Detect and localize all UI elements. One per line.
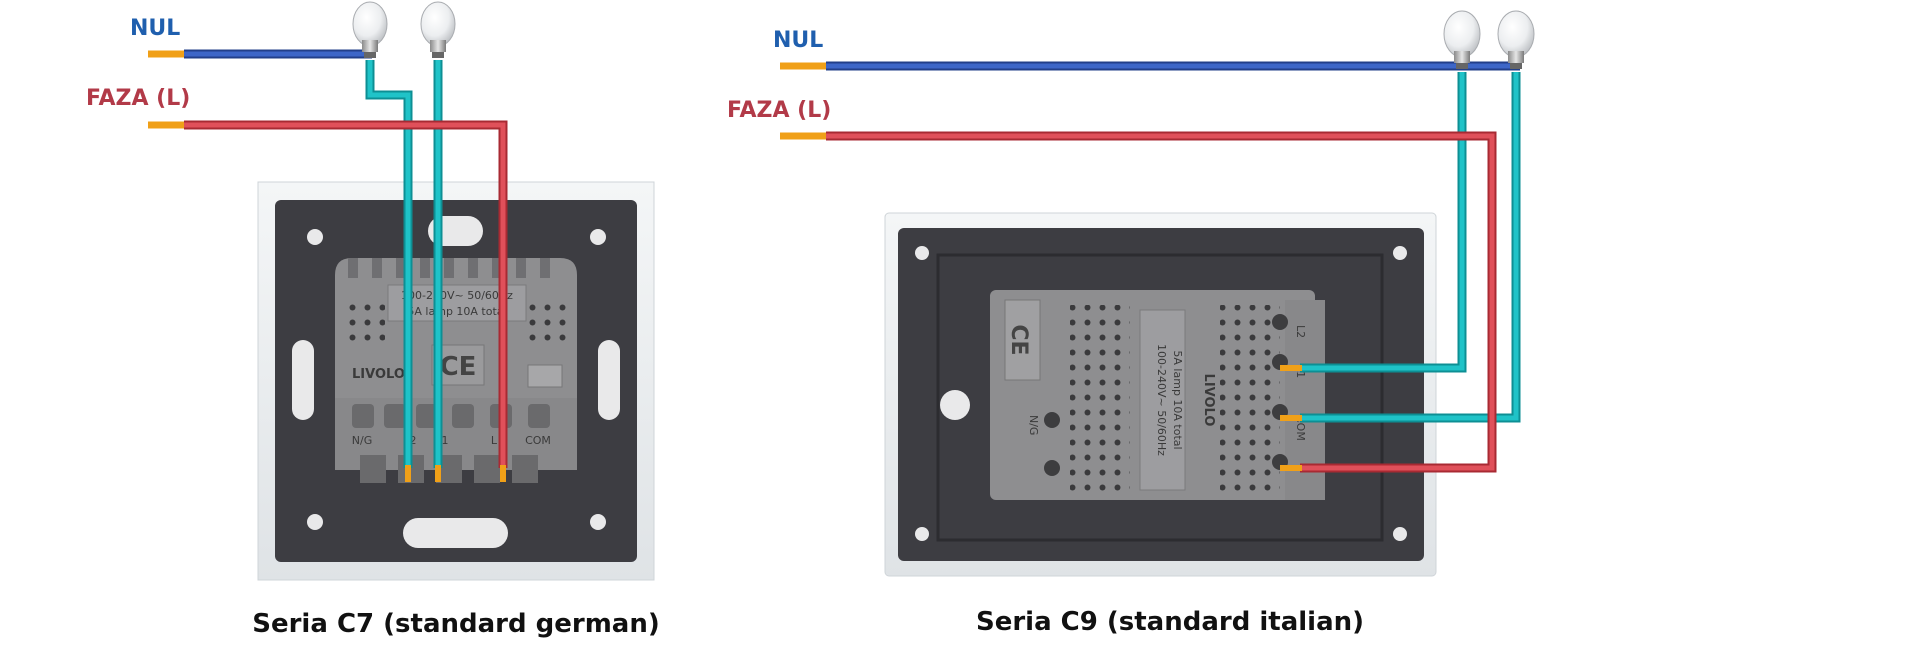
right-rating-line2: 5A lamp 10A total <box>1171 350 1184 449</box>
right-brand: LIVOLO <box>1201 374 1216 427</box>
left-plate-slots <box>292 216 620 548</box>
terminal-label: COM <box>525 434 551 447</box>
left-rating-line2: 5A lamp 10A total <box>407 305 506 318</box>
terminal-label: 2 <box>410 434 417 447</box>
terminal-label: L2 <box>1294 325 1307 338</box>
terminal-label: N/G <box>1027 415 1040 435</box>
right-module: CE 100-240V~ 50/60Hz 5A lamp 10A total L… <box>990 290 1325 500</box>
left-rating-line1: 100-240V~ 50/60Hz <box>401 289 513 302</box>
svg-text:CE: CE <box>440 352 477 382</box>
screw-icon <box>307 229 606 530</box>
right-phase-wire <box>826 133 1495 471</box>
right-diagram: CE 100-240V~ 50/60Hz 5A lamp 10A total L… <box>727 10 1535 637</box>
right-plate-recess <box>936 253 1384 542</box>
left-faza-label: FAZA (L) <box>86 86 190 111</box>
ce-mark-icon: CE <box>1006 324 1031 355</box>
bulb-icon <box>352 1 388 58</box>
bulb-icon <box>1443 10 1481 69</box>
left-nul-label: NUL <box>130 16 180 41</box>
screw-icon <box>1044 412 1060 476</box>
left-load-wire-1 <box>367 60 411 468</box>
terminal-label: 1 <box>442 434 449 447</box>
left-diagram: 100-240V~ 50/60Hz 5A lamp 10A total CE L… <box>86 1 660 639</box>
bulb-icon <box>1497 10 1535 69</box>
left-terminal-labels: N/G 2 1 L COM <box>352 434 551 447</box>
terminal-label: L <box>491 434 498 447</box>
right-load-wire-2 <box>1300 72 1519 421</box>
right-load-wire-1 <box>1300 72 1465 371</box>
left-phase-wire <box>184 122 506 468</box>
screw-icon <box>915 246 1407 541</box>
screw-icon <box>1272 314 1288 470</box>
right-rating-line1: 100-240V~ 50/60Hz <box>1155 344 1168 456</box>
right-caption: Seria C9 (standard italian) <box>976 607 1364 637</box>
bulb-icon <box>420 1 456 58</box>
left-brand: LIVOLO <box>352 367 405 382</box>
right-nul-label: NUL <box>773 28 823 53</box>
left-module: 100-240V~ 50/60Hz 5A lamp 10A total CE L… <box>335 258 577 483</box>
right-faza-label: FAZA (L) <box>727 98 831 123</box>
left-caption: Seria C7 (standard german) <box>252 609 660 639</box>
svg-text:CE: CE <box>1006 324 1031 355</box>
terminal-label: N/G <box>352 434 372 447</box>
